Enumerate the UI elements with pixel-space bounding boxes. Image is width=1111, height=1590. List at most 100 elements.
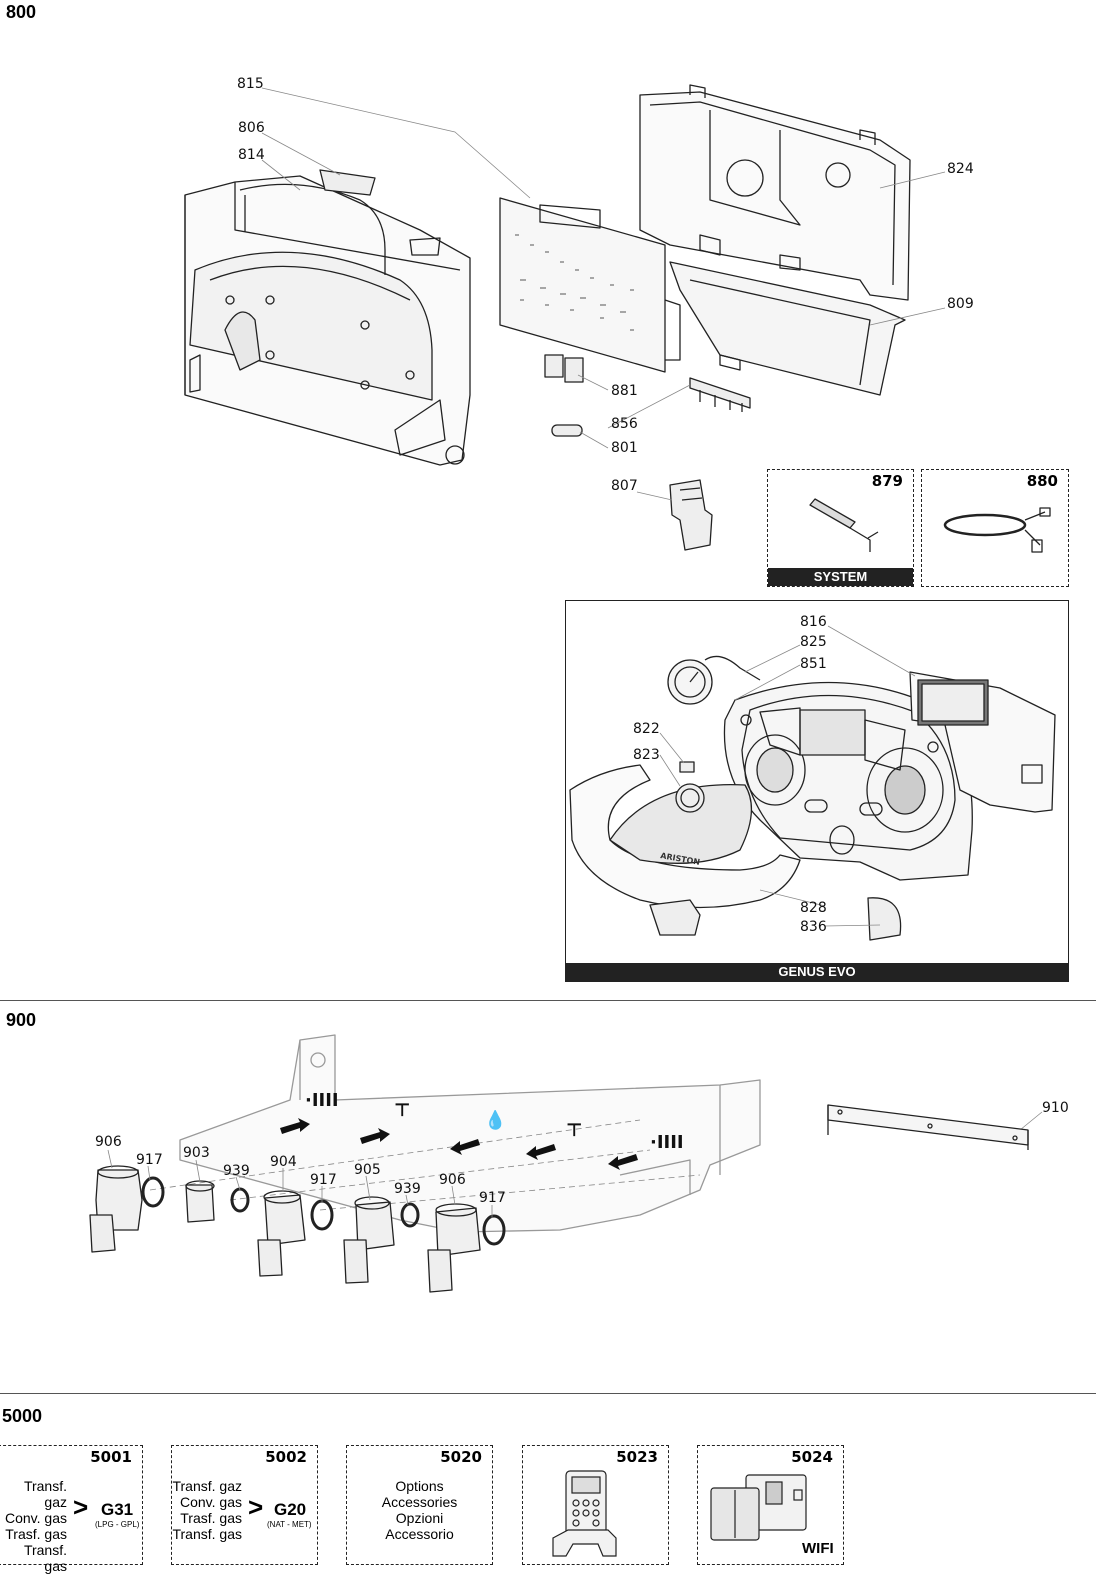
kit-line: Transf. gaz (23, 1478, 67, 1510)
part-label: 836 (800, 919, 827, 935)
kit-line: Accessorio (385, 1526, 454, 1542)
kit-box-5020: 5020 Options Accessories Opzioni Accesso… (346, 1445, 493, 1565)
gas-subtitle: (LPG - GPL) (95, 1520, 140, 1529)
kit-text: Transf. gaz Conv. gas Trasf. gas Transf.… (0, 1478, 67, 1574)
part-label: 906 (439, 1172, 466, 1188)
svg-text:💧: 💧 (484, 1109, 506, 1131)
conversion-arrow: > (248, 1492, 264, 1522)
valve-906-left (89, 1165, 165, 1253)
kit-line: Trasf. gas (5, 1526, 67, 1542)
part-label: 939 (223, 1163, 250, 1179)
part-label: 856 (611, 416, 638, 432)
valve-904 (257, 1190, 334, 1277)
part-label: 828 (800, 900, 827, 916)
part-label: 825 (800, 634, 827, 650)
box-number: 879 (871, 472, 903, 490)
wifi-module-icon (710, 1474, 807, 1541)
part-label: 881 (611, 383, 638, 399)
part-label: 917 (136, 1152, 163, 1168)
svg-text:·IIII: ·IIII (305, 1090, 339, 1111)
kit-box-5002: 5002 Transf. gaz Conv. gas Trasf. gas Tr… (171, 1445, 318, 1565)
kit-line: Transf. gaz (172, 1478, 242, 1494)
relay-connectors (544, 354, 584, 383)
section-divider (0, 1000, 1096, 1001)
ignition-transformer (669, 479, 713, 551)
kit-line: Options (395, 1478, 444, 1494)
kit-box-879: 879 SYSTEM (767, 469, 914, 587)
rear-cover (639, 84, 911, 301)
circuit-symbols: ·IIII ⊤ 💧 ⊤ ·IIII (305, 1090, 684, 1153)
section-5000-title: 5000 (2, 1406, 43, 1426)
kit-number: 5024 (791, 1448, 833, 1466)
flow-arrows (280, 1118, 638, 1170)
wifi-label: WIFI (802, 1540, 834, 1557)
part-label: 809 (947, 296, 974, 312)
section-divider (0, 1393, 1096, 1394)
part-label: 910 (1042, 1100, 1069, 1116)
wall-fixing-bar (827, 1104, 1029, 1150)
genus-control-panel (723, 681, 973, 881)
part-label: 939 (394, 1181, 421, 1197)
valve-905 (343, 1196, 420, 1284)
service-key-tool (809, 498, 879, 552)
kit-number: 5020 (440, 1448, 482, 1466)
kit-number: 5023 (616, 1448, 658, 1466)
part-label: 806 (238, 120, 265, 136)
kit-line: Opzioni (395, 1510, 444, 1526)
part-label: 824 (947, 161, 974, 177)
part-label: 822 (633, 721, 660, 737)
part-label: 917 (479, 1190, 506, 1206)
valve-903 (185, 1180, 250, 1223)
kit-line: Accessories (381, 1494, 458, 1510)
part-label: 816 (800, 614, 827, 630)
kit-line: Transf. gas (23, 1542, 67, 1574)
genus-evo-frame: GENUS EVO (565, 600, 1069, 982)
kit-box-5024: 5024 WIFI (697, 1445, 844, 1565)
kit-line: Conv. gas (180, 1494, 242, 1510)
remote-control-icon (552, 1470, 617, 1557)
gas-subtitle: (NAT - MET) (267, 1520, 312, 1529)
box-number: 880 (1026, 472, 1058, 490)
svg-text:⊤: ⊤ (566, 1120, 582, 1141)
part-label: 917 (310, 1172, 337, 1188)
section-900-title: 900 (6, 1010, 37, 1030)
svg-text:⊤: ⊤ (394, 1100, 410, 1121)
kit-line: Conv. gas (5, 1510, 67, 1526)
kit-line: Trasf. gas (180, 1510, 242, 1526)
kit-text: Transf. gaz Conv. gas Trasf. gas Transf.… (172, 1478, 242, 1542)
part-label: 905 (354, 1162, 381, 1178)
exploded-parts-diagram: ·IIII ⊤ 💧 ⊤ ·IIII 815 806 814 824 809 88… (89, 76, 1069, 1293)
gas-type: G31 (101, 1500, 134, 1519)
kit-number: 5002 (265, 1448, 307, 1466)
pressure-gauge (667, 655, 761, 705)
kit-box-5023: 5023 (522, 1445, 669, 1565)
kit-box-880: 880 (921, 469, 1069, 587)
kit-box-5001: 5001 Transf. gaz Conv. gas Trasf. gas Tr… (0, 1445, 143, 1574)
part-label: 801 (611, 440, 638, 456)
part-label: 823 (633, 747, 660, 763)
front-cover-door (569, 764, 801, 909)
gas-type: G20 (274, 1500, 307, 1519)
main-pcb (499, 197, 681, 373)
section-800-title: 800 (6, 2, 37, 22)
kit-line: Transf. gas (172, 1526, 242, 1542)
svg-text:·IIII: ·IIII (650, 1132, 684, 1153)
part-label: 904 (270, 1154, 297, 1170)
control-box-housing (184, 169, 471, 466)
display-board (909, 671, 1056, 813)
connection-cable (943, 507, 1051, 553)
mounting-bracket (179, 1034, 761, 1233)
genus-evo-banner: GENUS EVO (566, 963, 1068, 981)
part-label: 807 (611, 478, 638, 494)
part-label: 906 (95, 1134, 122, 1150)
front-frame (669, 261, 906, 396)
conversion-arrow: > (73, 1492, 89, 1522)
kit-number: 5001 (90, 1448, 132, 1466)
part-label: 815 (237, 76, 264, 92)
fuse (551, 424, 583, 437)
system-banner: SYSTEM (768, 568, 913, 586)
control-knob-switch (649, 897, 902, 941)
part-label: 814 (238, 147, 265, 163)
cable-holder (689, 377, 751, 412)
part-label: 851 (800, 656, 827, 672)
